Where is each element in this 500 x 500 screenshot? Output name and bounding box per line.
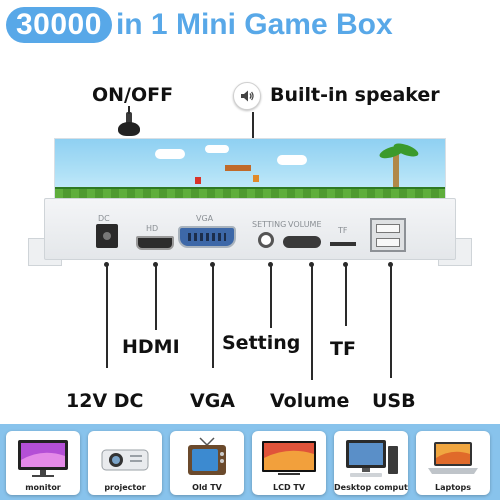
power-switch-stem <box>126 112 132 124</box>
callout-hdmi: HDMI <box>122 336 180 358</box>
device-card-laptop: Laptops <box>416 431 490 495</box>
device-label: monitor <box>25 483 61 492</box>
tf-leader-line <box>345 264 347 326</box>
dc-power-port[interactable] <box>96 224 118 248</box>
device-card-lcd-tv: LCD TV <box>252 431 326 495</box>
title-highlight: 30000 <box>6 7 112 43</box>
callout-setting: Setting <box>222 332 301 354</box>
speaker-icon <box>233 82 261 110</box>
device-label: projector <box>104 483 146 492</box>
game-sprite <box>253 175 259 182</box>
device-card-desktop: Desktop computer <box>334 431 408 495</box>
grass-ground <box>55 187 445 199</box>
old-tv-icon <box>188 437 226 475</box>
port-label-hdmi: HD <box>146 224 159 233</box>
setting-button[interactable] <box>258 232 274 248</box>
volume-knob[interactable] <box>283 236 321 248</box>
device-card-monitor: monitor <box>6 431 80 495</box>
game-sprite <box>195 177 201 184</box>
callout-tf: TF <box>330 338 356 360</box>
usb-port-lower[interactable] <box>376 238 400 247</box>
tf-card-slot[interactable] <box>330 242 356 246</box>
callout-dc: 12V DC <box>66 390 144 412</box>
device-label: Old TV <box>192 483 222 492</box>
usb-leader-line <box>390 264 392 378</box>
setting-leader-line <box>270 264 272 328</box>
product-title: 30000 in 1 Mini Game Box <box>6 6 393 44</box>
cloud-shape <box>205 145 229 153</box>
power-switch[interactable] <box>118 122 140 136</box>
callout-volume: Volume <box>270 390 350 412</box>
hdmi-port[interactable] <box>136 236 174 250</box>
usb-port-upper[interactable] <box>376 224 400 233</box>
volume-leader-line <box>311 264 313 380</box>
cloud-shape <box>277 155 307 165</box>
monitor-icon <box>18 440 68 477</box>
device-top-artwork <box>54 138 446 200</box>
palm-tree <box>393 153 399 189</box>
device-label: Desktop computer <box>334 483 408 492</box>
hdmi-leader-line <box>155 264 157 330</box>
power-leader-line <box>128 106 130 114</box>
callout-usb: USB <box>372 390 416 412</box>
lcd-tv-icon <box>262 441 316 475</box>
projector-icon <box>101 449 149 471</box>
dc-leader-line <box>106 264 108 368</box>
port-label-dc: DC <box>98 214 110 223</box>
desktop-computer-icon <box>346 440 398 477</box>
vga-leader-line <box>212 264 214 368</box>
laptop-icon <box>428 442 478 474</box>
usb-ports[interactable] <box>370 218 406 252</box>
callout-speaker: Built-in speaker <box>270 84 440 106</box>
device-label: Laptops <box>434 483 472 492</box>
cloud-shape <box>155 149 185 159</box>
speaker-leader-line <box>252 112 254 140</box>
port-label-tf: TF <box>338 226 348 235</box>
port-label-setting: SETTING <box>252 220 287 229</box>
title-text: in 1 Mini Game Box <box>115 8 393 41</box>
device-card-old-tv: Old TV <box>170 431 244 495</box>
vga-port[interactable] <box>178 226 236 248</box>
port-label-volume: VOLUME <box>288 220 322 229</box>
callout-vga: VGA <box>190 390 236 412</box>
brick-block <box>225 165 251 171</box>
device-card-projector: projector <box>88 431 162 495</box>
device-label: LCD TV <box>272 483 306 492</box>
port-label-vga: VGA <box>196 214 214 223</box>
callout-power: ON/OFF <box>92 84 174 106</box>
